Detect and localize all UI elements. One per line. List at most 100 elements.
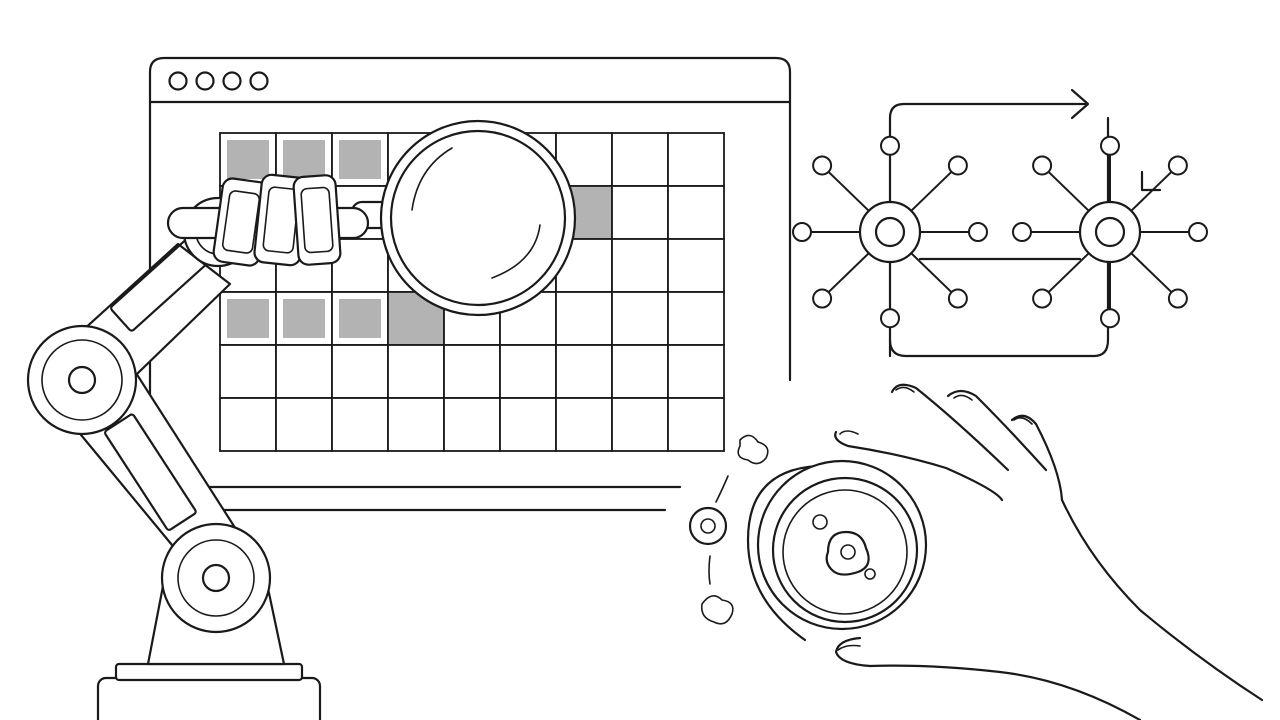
window-dot <box>195 71 215 91</box>
grid-cell-highlight <box>283 299 325 338</box>
grid-cell <box>555 397 613 452</box>
network-spoke <box>910 171 953 212</box>
hand-thumb-nail <box>837 644 861 651</box>
cycle-arrow-head <box>1070 88 1090 120</box>
grid-cell <box>387 397 445 452</box>
grid-cell <box>443 397 501 452</box>
hand-ring-finger <box>946 389 1048 472</box>
particle-ring-core <box>700 518 716 534</box>
grid-cell-highlight <box>339 299 381 338</box>
robot-lower-arm-panel <box>104 413 197 531</box>
network-node <box>1032 155 1053 176</box>
hand-thumb-base <box>834 636 1142 720</box>
gripper-segment-1-inner <box>221 190 261 254</box>
hand-middle-finger <box>890 383 1010 472</box>
grid-cell <box>331 238 389 293</box>
network-hub-core <box>874 216 906 248</box>
grid-cell <box>331 344 389 399</box>
particle-top <box>737 434 769 465</box>
network-spoke <box>910 252 953 293</box>
hand-pinky-nail <box>1013 416 1033 425</box>
hand-icon <box>834 383 1264 720</box>
grid-cell <box>667 344 725 399</box>
grid-cell <box>611 344 669 399</box>
dish-culture <box>825 530 870 576</box>
network-node <box>1188 222 1208 242</box>
grid-cell <box>667 397 725 452</box>
grid-cell <box>667 185 725 240</box>
magnifier-rim-outer <box>379 119 577 317</box>
network-graph-icon <box>792 88 1208 358</box>
robot-shoulder-pin <box>67 365 97 395</box>
particle-bottom <box>700 595 734 625</box>
network-node <box>1032 288 1053 309</box>
network-node <box>968 222 988 242</box>
robot-base-pin <box>201 563 231 593</box>
grid-cell-highlight <box>339 140 381 179</box>
hand-index-nail <box>839 430 859 435</box>
network-node <box>1012 222 1032 242</box>
network-node <box>1100 135 1120 156</box>
network-node <box>880 135 900 156</box>
network-spoke <box>1130 171 1173 212</box>
cycle-return-head <box>1140 170 1162 192</box>
window-dot <box>168 71 188 91</box>
magnifier-glint-bottom <box>491 224 541 279</box>
network-node <box>880 308 900 329</box>
grid-cell <box>275 397 333 452</box>
grid-cell <box>667 291 725 346</box>
robot-base <box>96 676 322 720</box>
network-node <box>1100 308 1120 329</box>
grid-cell <box>331 397 389 452</box>
grid-cell <box>499 397 557 452</box>
grid-cell <box>443 344 501 399</box>
dish-spore-2 <box>864 568 876 580</box>
network-spoke <box>827 252 870 293</box>
grid-cell <box>387 344 445 399</box>
hand-index-finger <box>834 430 1004 502</box>
robot-arm-icon <box>26 173 370 720</box>
cycle-return-line <box>888 116 1110 358</box>
network-node <box>947 288 968 309</box>
petri-dish-icon <box>688 434 928 642</box>
gripper-segment-3-inner <box>300 186 334 254</box>
robot-shoulder-ring <box>41 339 123 421</box>
particle-trail-2 <box>708 555 711 585</box>
grid-cell <box>499 344 557 399</box>
grid-cell <box>611 291 669 346</box>
network-spoke <box>1047 252 1090 293</box>
grid-cell-highlight <box>283 140 325 179</box>
grid-cell <box>611 185 669 240</box>
network-node <box>1167 155 1188 176</box>
particle-trail-1 <box>715 475 729 503</box>
dish-back-rim <box>746 464 820 642</box>
hand-ring-nail <box>953 394 973 401</box>
network-node <box>812 288 833 309</box>
network-node <box>947 155 968 176</box>
network-hub-core <box>1094 216 1126 248</box>
network-spoke <box>827 171 870 212</box>
robot-base-ring <box>177 539 255 617</box>
dish-culture-core <box>840 544 856 560</box>
browser-frame <box>148 56 792 512</box>
grid-cell <box>667 238 725 293</box>
magnifier-glint-top <box>411 147 453 211</box>
cycle-arrow-line <box>888 102 1087 358</box>
grid-cell <box>219 344 277 399</box>
grid-cell <box>611 397 669 452</box>
network-nodes <box>792 135 1208 329</box>
window-dot <box>222 71 242 91</box>
grid-cell <box>611 238 669 293</box>
robot-base-plate <box>114 662 304 682</box>
network-spoke <box>1047 171 1090 212</box>
grid-cell <box>667 132 725 187</box>
grid-cell-highlight <box>227 299 269 338</box>
grid-cell <box>275 344 333 399</box>
network-spoke <box>1130 252 1173 293</box>
grid-cell <box>555 291 613 346</box>
grid-cell <box>555 344 613 399</box>
hand-middle-nail <box>895 386 915 393</box>
network-node <box>812 155 833 176</box>
